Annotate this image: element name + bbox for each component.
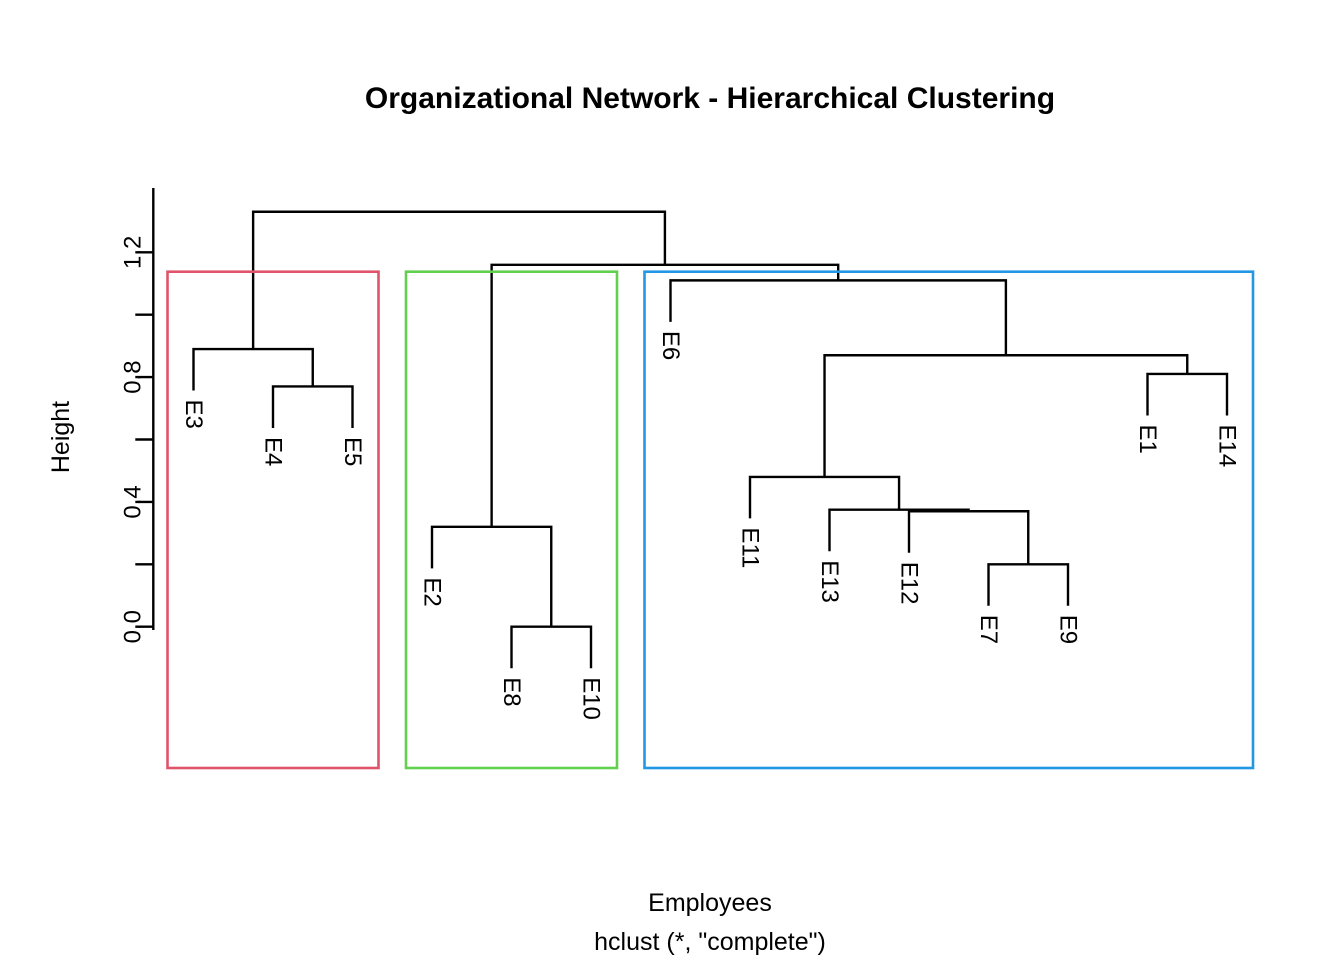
dendrogram-tree [192, 210, 1229, 669]
leaf-label: E2 [418, 577, 445, 606]
cluster-1-box [166, 270, 380, 770]
caption-text: hclust (*, "complete") [594, 928, 826, 956]
merge-link [1146, 372, 1229, 416]
cluster-2-box [404, 270, 619, 770]
tick-label: 1.2 [119, 236, 146, 269]
leaf-label: E12 [895, 562, 922, 605]
leaf-label: E13 [816, 560, 843, 603]
merge-link [192, 347, 314, 391]
merge-link [510, 625, 593, 669]
merge-link [987, 563, 1070, 606]
leaf-label: E11 [736, 527, 763, 568]
tick-label: 0.8 [119, 360, 146, 393]
merge-link [251, 210, 667, 350]
leaf-label: E5 [339, 437, 366, 466]
tick-label: 0.0 [119, 610, 146, 643]
merge-link [669, 279, 1008, 356]
y-axis: 0.0 0.4 0.8 1.2 [119, 188, 155, 643]
leaf-label: E9 [1054, 615, 1081, 644]
leaf-label: E4 [259, 437, 286, 466]
x-axis-title: Employees [648, 889, 772, 917]
merge-link [748, 475, 901, 519]
leaf-label: E14 [1213, 424, 1240, 467]
merge-link [271, 385, 354, 428]
leaf-label: E7 [975, 615, 1002, 644]
leaf-label: E1 [1134, 424, 1161, 453]
leaf-label: E6 [657, 331, 684, 360]
cluster-3-box [643, 270, 1255, 770]
merge-link [907, 510, 1030, 565]
merge-link [490, 263, 840, 527]
leaf-label: E10 [577, 677, 604, 720]
chart-title: Organizational Network - Hierarchical Cl… [365, 82, 1055, 115]
merge-link [828, 508, 970, 552]
merge-link [823, 354, 1189, 477]
tick-label: 0.4 [119, 485, 146, 518]
leaf-label: E3 [180, 400, 207, 429]
y-axis-title: Height [47, 401, 75, 473]
merge-link [430, 525, 553, 627]
leaf-label: E8 [498, 677, 525, 706]
cluster-boxes [166, 270, 1255, 770]
